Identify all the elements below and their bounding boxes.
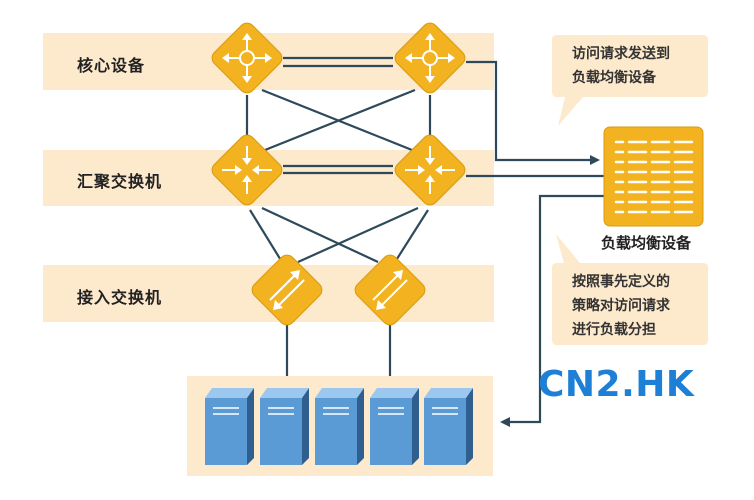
access-switch-2 <box>354 254 426 326</box>
watermark-text: CN2.HK <box>538 364 695 405</box>
request-arrow <box>466 60 600 165</box>
server-5 <box>424 388 473 465</box>
access-layer-label: 接入交换机 <box>77 288 163 307</box>
distribution-arrow <box>500 194 610 427</box>
top-callout-line-1: 访问请求发送到 <box>572 46 670 62</box>
bottom-callout-bubble <box>552 234 708 345</box>
bottom-callout-line-3: 进行负载分担 <box>572 322 656 338</box>
top-callout-line-2: 负载均衡设备 <box>572 70 656 86</box>
server-2 <box>260 388 309 465</box>
load-balancer-label: 负载均衡设备 <box>601 234 692 252</box>
load-balancer-device <box>603 126 704 227</box>
core-router-1 <box>211 22 283 94</box>
bottom-callout-text: 按照事先定义的 策略对访问请求 进行负载分担 <box>572 270 670 342</box>
bottom-callout-line-2: 策略对访问请求 <box>572 298 670 314</box>
bottom-callout-line-1: 按照事先定义的 <box>572 274 670 290</box>
aggregation-switch-1 <box>211 134 283 206</box>
network-links <box>245 56 604 376</box>
top-callout-text: 访问请求发送到 负载均衡设备 <box>572 42 670 90</box>
aggregation-switch-2 <box>394 134 466 206</box>
core-router-2 <box>394 22 466 94</box>
server-1 <box>205 388 254 465</box>
aggregation-layer-label: 汇聚交换机 <box>77 172 163 191</box>
top-callout-bubble <box>552 35 708 126</box>
server-3 <box>315 388 364 465</box>
server-4 <box>370 388 419 465</box>
core-layer-label: 核心设备 <box>77 56 146 75</box>
access-switch-1 <box>251 254 323 326</box>
